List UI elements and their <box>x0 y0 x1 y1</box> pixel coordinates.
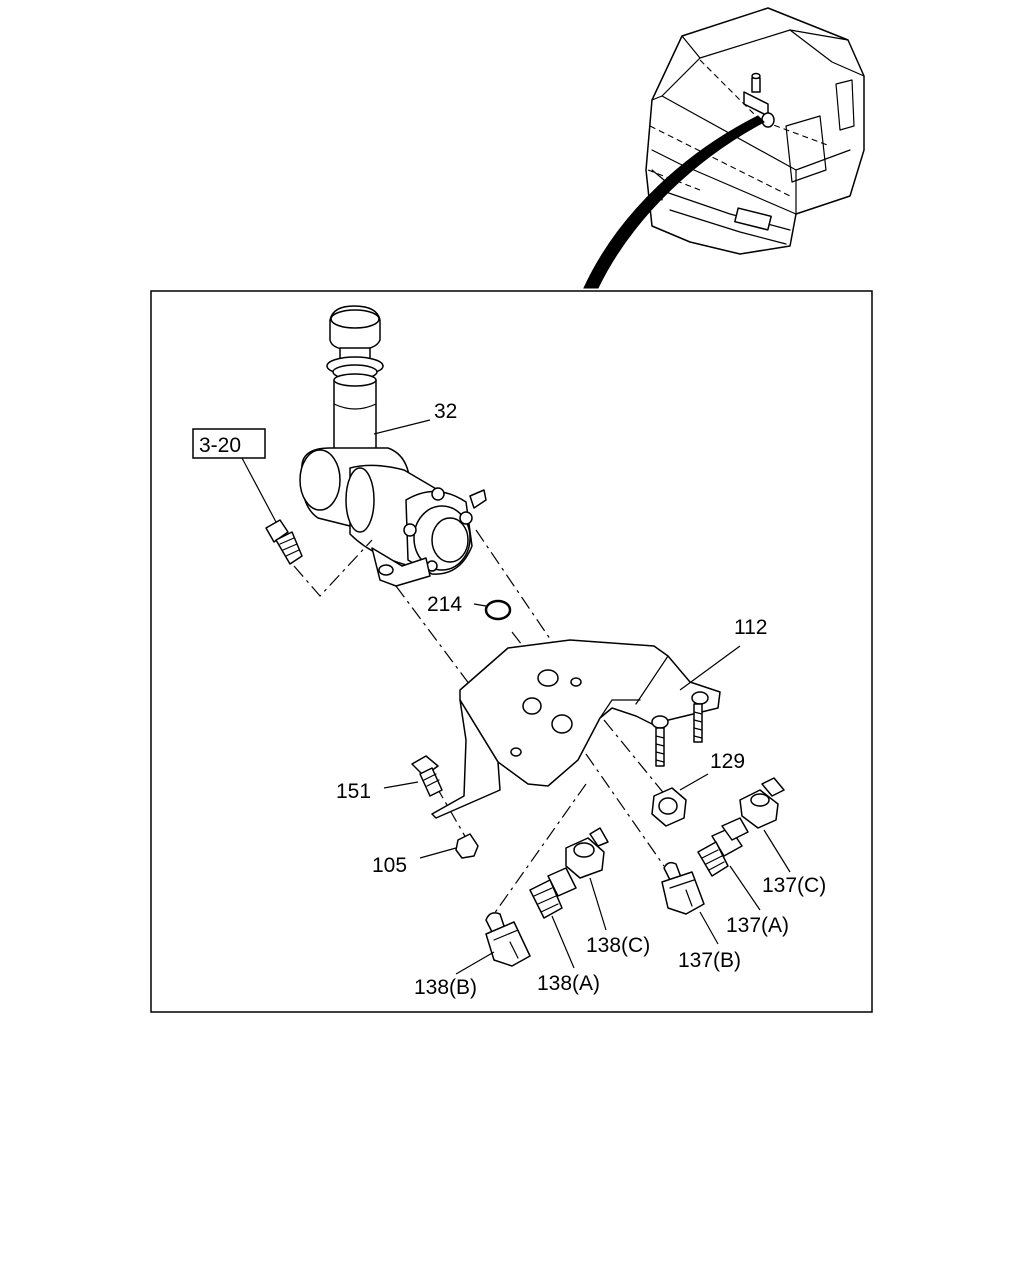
assembly-line-137b <box>585 753 665 867</box>
nut-105 <box>455 833 479 859</box>
callout-112: 112 <box>734 616 767 639</box>
fitting-138b <box>485 912 531 967</box>
callout-129: 129 <box>710 750 745 773</box>
callout-137b: 137(B) <box>678 949 741 972</box>
fitting-138a <box>529 867 577 919</box>
bracket-112 <box>431 639 721 819</box>
diagram-frame <box>150 290 873 1013</box>
reference-box-3-20 <box>192 428 266 459</box>
callout-214: 214 <box>427 593 462 616</box>
callout-138b: 138(B) <box>414 976 477 999</box>
o-ring-214 <box>484 599 512 621</box>
leader-lines <box>192 419 791 975</box>
bolt-151 <box>411 755 443 797</box>
callout-137a: 137(A) <box>726 914 789 937</box>
callout-151: 151 <box>336 780 371 803</box>
washer-pump-32 <box>299 305 487 587</box>
fitting-137a <box>697 817 749 877</box>
assembly-line-head <box>475 529 579 681</box>
truck-cab-illustration <box>645 7 865 255</box>
nut-129 <box>651 787 687 827</box>
assembly-line-129 <box>603 719 667 797</box>
callout-137c: 137(C) <box>762 874 826 897</box>
callout-105: 105 <box>372 854 407 877</box>
callout-138c: 138(C) <box>586 934 650 957</box>
fitting-137c <box>739 777 785 829</box>
callout-3-20: 3-20 <box>199 434 241 457</box>
screw-3-20 <box>265 519 303 565</box>
assembly-line-screw <box>293 539 373 597</box>
hose-routing-line <box>583 115 765 289</box>
fitting-137b <box>661 861 705 915</box>
fitting-138c <box>565 827 609 879</box>
callout-32: 32 <box>434 400 457 423</box>
callout-138a: 138(A) <box>537 972 600 995</box>
